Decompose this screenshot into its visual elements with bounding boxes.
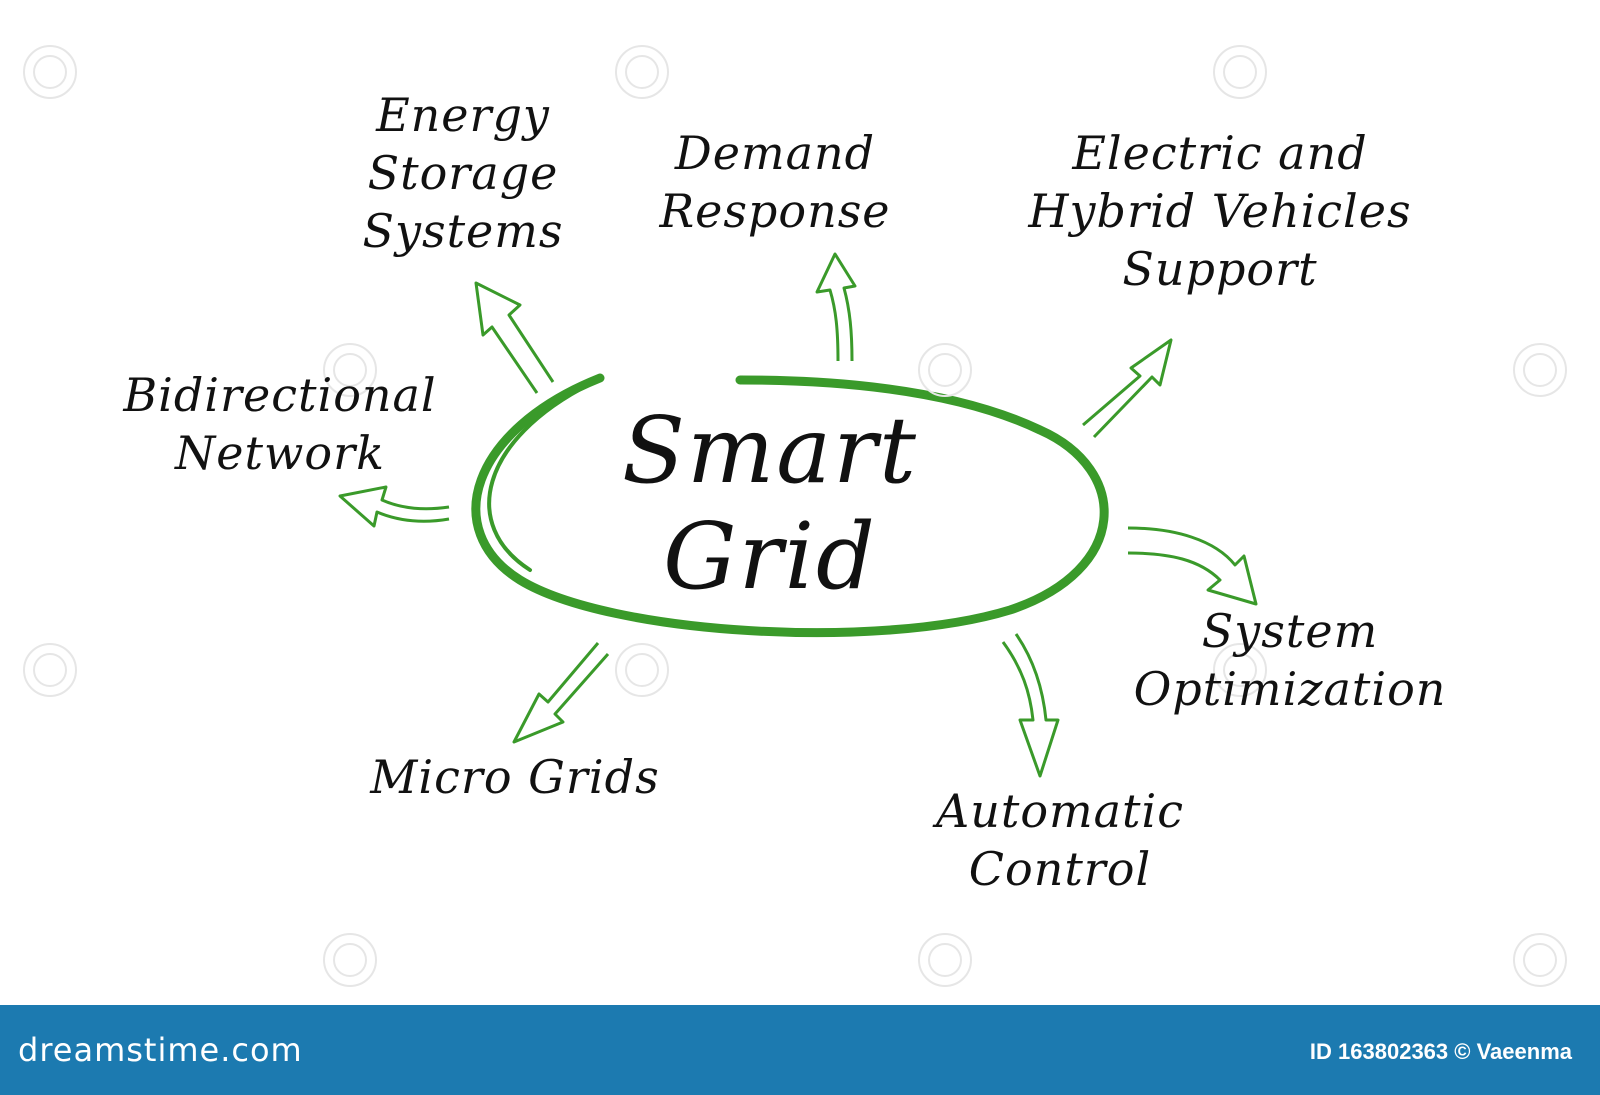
arrow-demand-response bbox=[815, 252, 857, 362]
center-title-line-2: Grid bbox=[663, 503, 877, 610]
node-energy-storage-line-2: Storage bbox=[367, 146, 559, 200]
node-electric-vehicles-line-1: Electric and bbox=[1072, 126, 1368, 180]
node-bidirectional-network-line-2: Network bbox=[175, 426, 385, 480]
node-electric-vehicles: Electric and Hybrid Vehicles Support bbox=[960, 124, 1480, 298]
footer-bar: dreamstime.com ID 163802363 © Vaeenma bbox=[0, 1005, 1600, 1095]
node-system-optimization-line-1: System bbox=[1201, 604, 1379, 658]
arrow-bidirectional bbox=[338, 485, 450, 528]
node-electric-vehicles-line-3: Support bbox=[1122, 242, 1318, 296]
node-system-optimization: System Optimization bbox=[1070, 602, 1510, 718]
arrow-automatic-control bbox=[1001, 633, 1060, 778]
footer-site-logo[interactable]: dreamstime.com bbox=[18, 1031, 303, 1069]
center-ellipse bbox=[471, 373, 1109, 638]
node-micro-grids-line-1: Micro Grids bbox=[370, 750, 660, 804]
watermark-pattern bbox=[23, 45, 1567, 987]
node-automatic-control: Automatic Control bbox=[880, 782, 1240, 898]
footer-image-credit: ID 163802363 © Vaeenma bbox=[1309, 1039, 1572, 1064]
diagram-graphics bbox=[23, 45, 1567, 987]
node-demand-response-line-2: Response bbox=[659, 184, 891, 238]
arrow-system-optimization bbox=[1127, 526, 1258, 606]
arrow-energy-storage bbox=[474, 281, 555, 394]
node-energy-storage-line-3: Systems bbox=[362, 204, 564, 258]
node-system-optimization-line-2: Optimization bbox=[1133, 662, 1447, 716]
center-title-line-1: Smart bbox=[621, 397, 919, 504]
node-bidirectional-network-line-1: Bidirectional bbox=[123, 368, 437, 422]
node-bidirectional-network: Bidirectional Network bbox=[50, 366, 510, 482]
node-electric-vehicles-line-2: Hybrid Vehicles bbox=[1028, 184, 1412, 238]
diagram-canvas: Smart Grid Energy Storage Systems Demand… bbox=[23, 45, 1567, 987]
node-energy-storage-line-1: Energy bbox=[376, 88, 550, 142]
node-demand-response-line-1: Demand bbox=[674, 126, 876, 180]
node-demand-response: Demand Response bbox=[625, 124, 925, 240]
arrow-micro-grids bbox=[512, 642, 610, 744]
center-title: Smart Grid bbox=[560, 398, 980, 610]
node-automatic-control-line-2: Control bbox=[968, 842, 1152, 896]
node-automatic-control-line-1: Automatic bbox=[935, 784, 1185, 838]
arrow-electric-vehicles bbox=[1082, 338, 1173, 439]
node-micro-grids: Micro Grids bbox=[330, 748, 700, 806]
node-energy-storage: Energy Storage Systems bbox=[318, 86, 608, 260]
